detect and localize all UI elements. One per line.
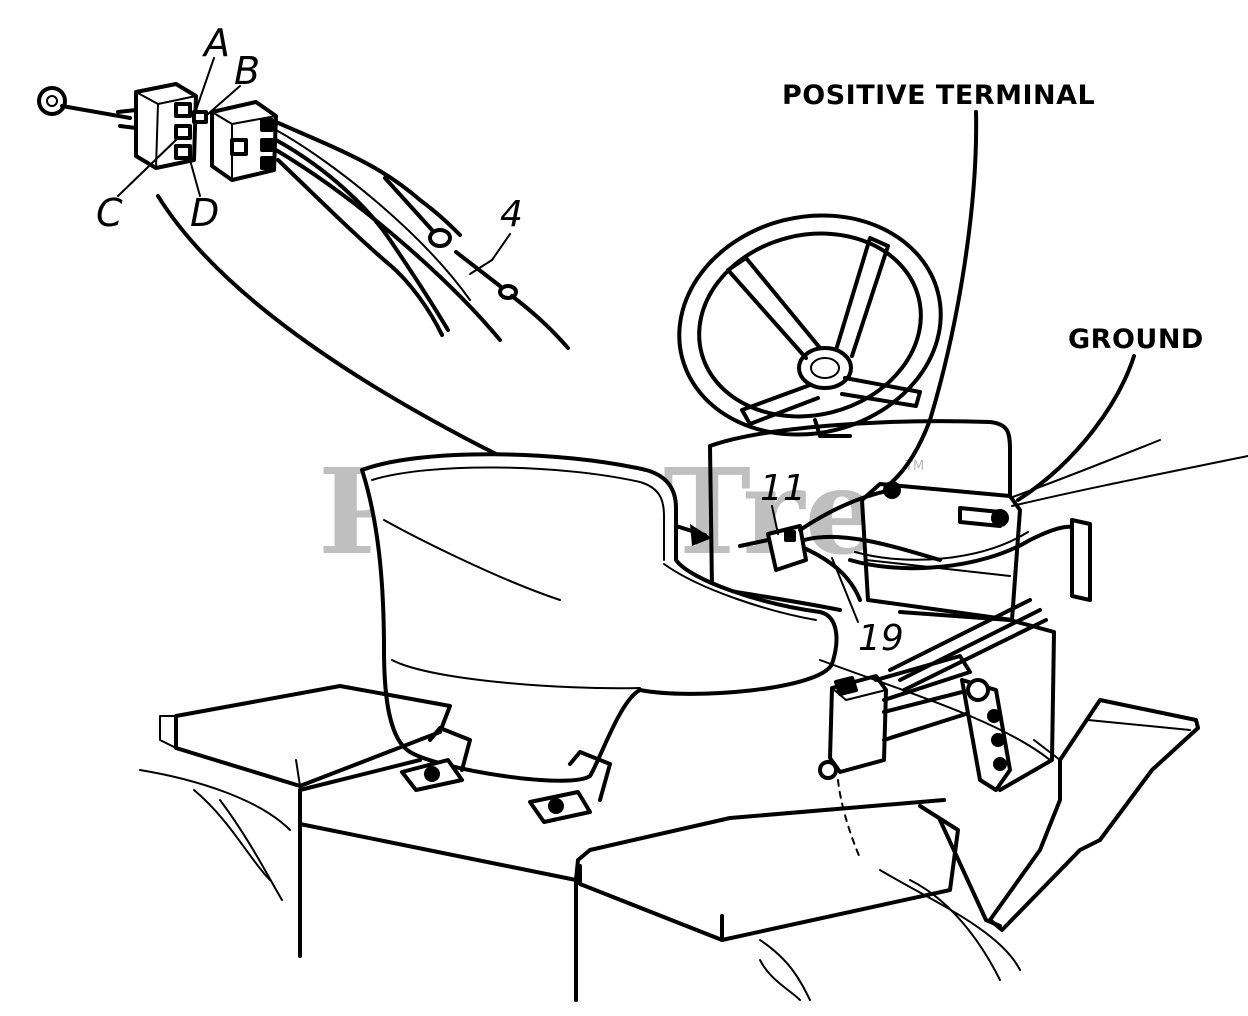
negative-terminal-post (991, 509, 1009, 527)
seat-switch (828, 674, 888, 774)
seat-switch-linkage (818, 598, 1048, 859)
battery (860, 482, 1022, 622)
steering-wheel (677, 213, 943, 438)
callout-positive-terminal: POSITIVE TERMINAL (782, 80, 1095, 111)
callout-ground: GROUND (1068, 324, 1204, 355)
toggle-shaft (60, 104, 132, 120)
positive-terminal-leader (890, 110, 979, 484)
bolt-icon (424, 766, 440, 782)
fuse-holder (383, 176, 434, 232)
nut-icon (37, 86, 67, 116)
seat (360, 452, 839, 824)
wire-1 (274, 120, 462, 237)
terminal-c (174, 124, 192, 140)
terminal-d (174, 144, 192, 160)
right-step (578, 804, 960, 942)
label-terminal-b: B (234, 49, 260, 93)
switch-wire-1 (798, 488, 894, 532)
arrow-head-icon (690, 524, 712, 546)
switch-wire-3 (802, 546, 862, 602)
terminal-a (174, 102, 192, 118)
switch-wire-2 (802, 534, 942, 562)
dash-console (708, 419, 1248, 622)
label-terminal-d: D (190, 191, 219, 235)
label-part-11: 11 (760, 468, 806, 509)
label-part-19: 19 (858, 618, 904, 659)
terminal-b (192, 110, 208, 124)
label-terminal-a: A (201, 21, 230, 65)
switch-assembly (37, 82, 712, 546)
bolt-icon (548, 798, 564, 814)
steering-hub (797, 346, 853, 390)
ignition-switch (766, 524, 808, 572)
wire-3 (276, 158, 444, 337)
seat-shell (360, 452, 839, 783)
label-part-4: 4 (500, 194, 523, 235)
right-footrest (988, 698, 1200, 932)
wire-2 (274, 138, 450, 332)
ground-leader (1016, 354, 1136, 502)
tractor-body (139, 610, 1200, 1002)
label-terminal-c: C (96, 191, 123, 235)
